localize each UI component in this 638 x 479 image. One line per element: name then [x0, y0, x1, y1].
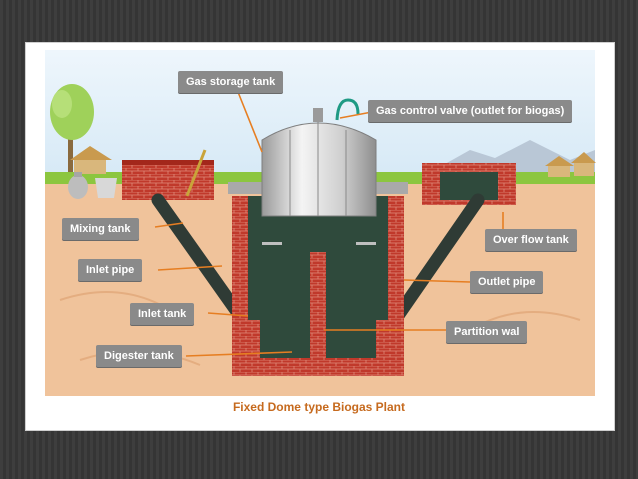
label-digester-tank: Digester tank — [96, 345, 182, 367]
overflow-tank — [422, 163, 516, 205]
digester-tank — [232, 196, 404, 376]
label-gas-storage-tank: Gas storage tank — [178, 71, 284, 93]
label-inlet-pipe: Inlet pipe — [78, 259, 143, 281]
leader-lines — [154, 91, 504, 357]
clay-pots — [68, 172, 117, 199]
diagram-caption: Fixed Dome type Biogas Plant — [232, 400, 406, 414]
label-over-flow-tank: Over flow tank — [485, 229, 577, 251]
gas-storage-dome — [261, 108, 377, 217]
tree — [50, 84, 94, 172]
label-partition-wall: Partition wal — [446, 321, 528, 343]
hut-right — [545, 152, 596, 177]
label-gas-control-valve: Gas control valve (outlet for biogas) — [368, 100, 573, 122]
label-inlet-tank: Inlet tank — [130, 303, 195, 325]
label-outlet-pipe: Outlet pipe — [470, 271, 544, 293]
label-mixing-tank: Mixing tank — [62, 218, 139, 240]
hut-left — [70, 146, 112, 174]
mixing-tank — [122, 149, 214, 200]
gas-control-valve — [335, 98, 360, 121]
